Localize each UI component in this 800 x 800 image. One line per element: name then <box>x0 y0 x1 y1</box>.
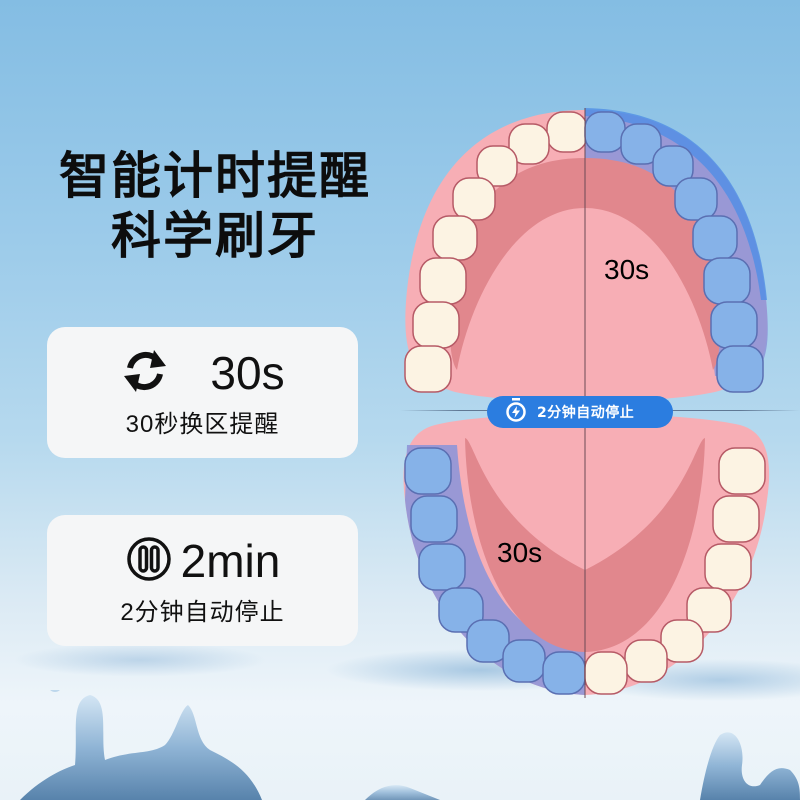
upper-palate <box>449 158 721 370</box>
headline-line-1: 智能计时提醒 <box>59 147 371 205</box>
lower-right-teeth <box>584 447 766 695</box>
upper-right-teeth <box>584 111 764 393</box>
headline-line-2: 科学刷牙 <box>111 207 319 265</box>
pause-circle-icon <box>125 535 173 587</box>
lower-zone-timer-label: 30s <box>497 537 543 568</box>
feature-value: 2min <box>180 535 281 587</box>
feature-card-30s-zone-reminder: 30s 30秒换区提醒 <box>47 327 358 458</box>
upper-zone-timer-label: 30s <box>604 254 650 285</box>
auto-stop-badge: 2分钟自动停止 <box>487 396 673 428</box>
refresh-cycle-icon <box>120 346 170 400</box>
headline: 智能计时提醒 科学刷牙 <box>30 146 400 266</box>
feature-caption: 2分钟自动停止 <box>120 599 285 626</box>
stopwatch-bolt-icon <box>505 398 527 426</box>
dental-arch-diagram <box>403 108 770 698</box>
feature-caption: 30秒换区提醒 <box>125 411 280 438</box>
lower-tongue-area <box>465 438 705 652</box>
lower-left-teeth <box>404 447 586 695</box>
feature-value: 30s <box>210 347 285 399</box>
upper-left-teeth <box>404 111 588 393</box>
water-splash-decoration <box>20 690 800 800</box>
feature-card-2min-auto-stop: 2min 2分钟自动停止 <box>47 515 358 646</box>
badge-label: 2分钟自动停止 <box>537 405 635 421</box>
